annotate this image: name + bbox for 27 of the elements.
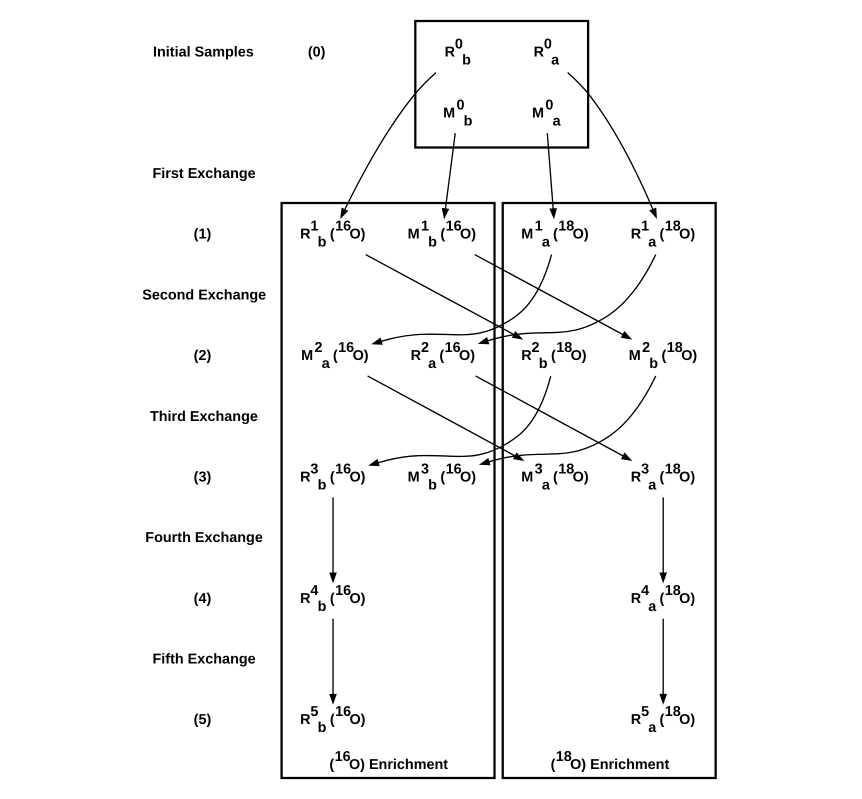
arrow xyxy=(340,72,436,220)
label: (5) xyxy=(194,712,212,728)
arrow xyxy=(478,376,656,466)
label: Second Exchange xyxy=(142,287,266,304)
label: (1) xyxy=(194,226,212,243)
arrow xyxy=(567,72,657,220)
arrow xyxy=(475,375,632,461)
arrow xyxy=(659,497,668,584)
arrow xyxy=(371,254,552,345)
label: Third Exchange xyxy=(150,408,258,425)
label: (4) xyxy=(194,590,212,607)
label: Initial Samples xyxy=(153,44,254,61)
label: (3) xyxy=(194,469,212,486)
arrow xyxy=(442,133,456,220)
label: (0) xyxy=(308,44,326,61)
arrow xyxy=(367,375,524,461)
arrow xyxy=(546,133,557,220)
label: Fifth Exchange xyxy=(152,652,256,668)
arrow xyxy=(659,618,668,705)
arrow xyxy=(478,254,656,344)
label: (2) xyxy=(194,348,212,364)
arrow xyxy=(329,618,337,705)
label: First Exchange xyxy=(152,166,256,182)
label: Fourth Exchange xyxy=(145,530,263,546)
cluster xyxy=(414,20,590,149)
arrow xyxy=(368,376,552,466)
arrow xyxy=(329,497,337,584)
